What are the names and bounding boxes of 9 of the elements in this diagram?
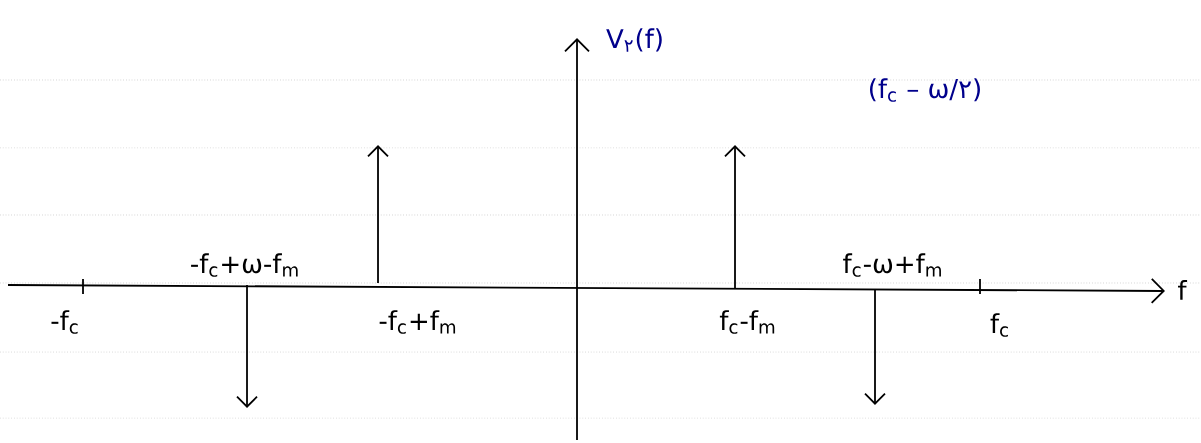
frequency-label: f$_{c}$-ω+f$_{m}$ [843, 253, 941, 277]
axis-label: f [1178, 280, 1188, 300]
tick-label: f$_{c}$ [990, 313, 1008, 337]
tick-label: -f$_{c}$ [51, 310, 78, 334]
axis-label: V$_{۲}$(f) [606, 28, 662, 52]
annotation: (f$_{c}$ – ω/۲) [870, 78, 980, 102]
frequency-label: f$_{c}$-f$_{m}$ [719, 310, 775, 334]
frequency-label: -f$_{c}$+ω-f$_{m}$ [191, 253, 298, 277]
frequency-label: -f$_{c}$+f$_{m}$ [379, 310, 456, 334]
